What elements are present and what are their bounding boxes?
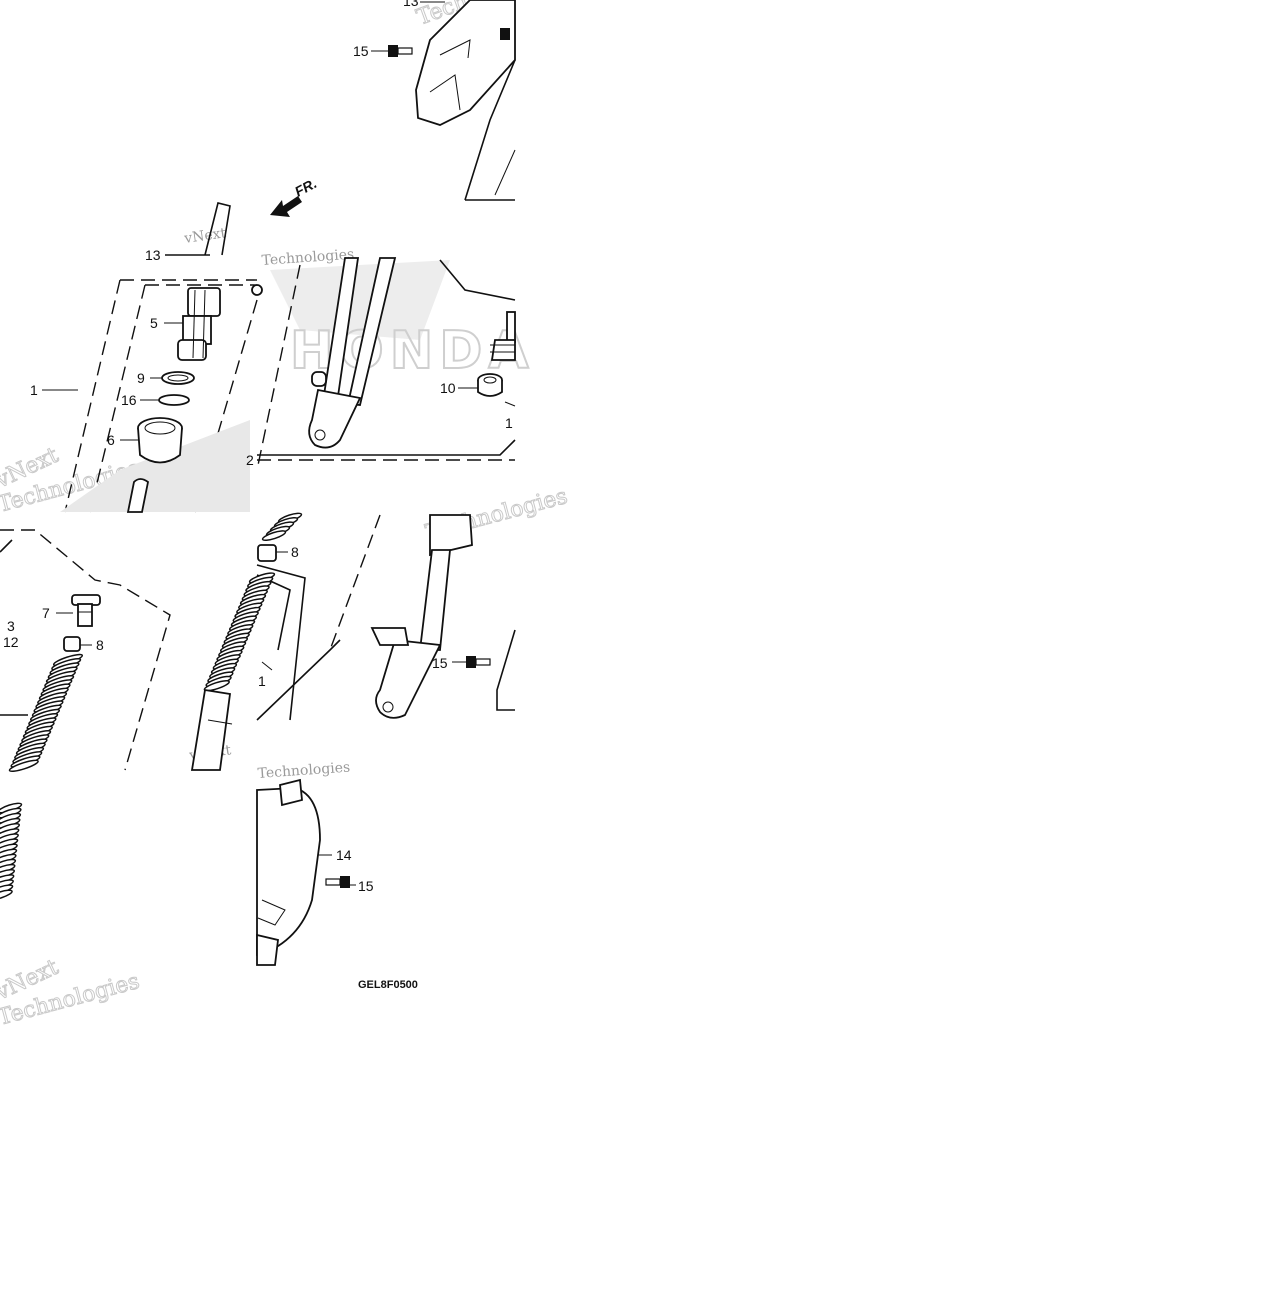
nut-part-10	[477, 373, 503, 397]
watermark-line-8: Technologies	[257, 760, 351, 782]
diagram-code: GEL8F0500	[358, 979, 418, 991]
label-15-mid: 15	[432, 655, 448, 671]
tile-spring-left: 7 3 12 8	[0, 529, 171, 772]
bolt-icon	[325, 876, 350, 888]
label-1-right: 1	[505, 415, 513, 431]
label-8-left: 8	[96, 637, 104, 653]
label-13-top: 13	[403, 0, 419, 9]
spring-left	[8, 653, 84, 772]
label-7: 7	[42, 605, 50, 621]
spring-rod	[203, 572, 276, 692]
tile-cover: 14 15	[256, 778, 374, 966]
front-direction-arrow: FR.	[270, 175, 319, 217]
label-9: 9	[137, 370, 145, 386]
bolt-part-7	[71, 594, 101, 627]
tile-fork-internals: 5 9 16 6 1	[30, 279, 263, 513]
bolt-icon	[388, 45, 413, 57]
label-1-center: 1	[258, 673, 266, 689]
cylinder-part-5	[177, 287, 221, 361]
label-15-top: 15	[353, 43, 369, 59]
tile-fork-lower-right: 15	[256, 514, 516, 721]
label-3: 3	[7, 618, 15, 634]
fork-lower-leg	[370, 514, 473, 719]
label-5: 5	[150, 315, 158, 331]
label-15-bottom: 15	[358, 878, 374, 894]
label-12: 12	[3, 634, 19, 650]
front-direction-label: FR.	[292, 175, 319, 200]
label-8-center: 8	[291, 544, 299, 560]
fork-slider	[308, 257, 397, 449]
label-1: 1	[30, 382, 38, 398]
tile-fork-outer: 10 1 2	[246, 257, 516, 471]
tile-spring-bottom	[0, 802, 23, 901]
spring-coil	[8, 759, 39, 772]
label-10: 10	[440, 380, 456, 396]
damper-rod	[490, 311, 516, 361]
label-14: 14	[336, 847, 352, 863]
spring-coil	[0, 889, 13, 901]
cup-part-6	[137, 417, 183, 464]
tile-fork-top: 13	[145, 202, 231, 263]
label-13-mid: 13	[145, 247, 161, 263]
watermark-line-1: vNext	[182, 225, 227, 247]
label-6: 6	[107, 432, 115, 448]
brand-watermark: HONDA	[270, 260, 530, 382]
label-16: 16	[121, 392, 137, 408]
spring-coil	[261, 530, 287, 542]
bolt-icon	[466, 656, 491, 668]
spring-top	[261, 512, 303, 542]
tile-spring-center: 8 1	[190, 512, 306, 771]
tile-top-bracket: 15 13	[353, 0, 516, 201]
watermark-line-2: Technologies	[261, 247, 355, 269]
label-2: 2	[246, 452, 254, 468]
